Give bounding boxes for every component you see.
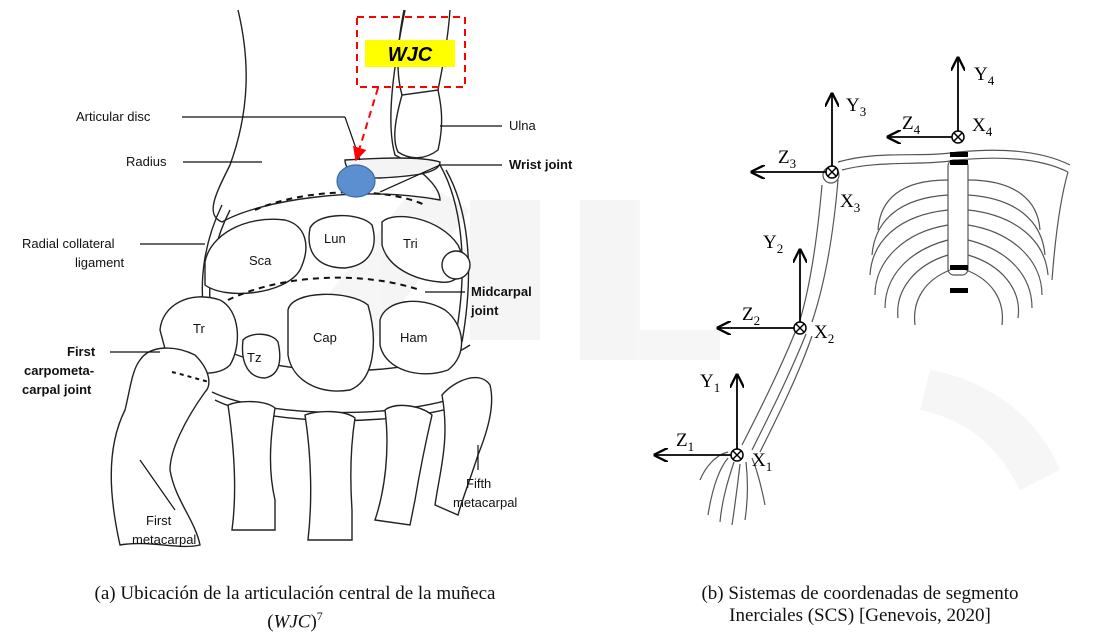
svg-text:Z3: Z3: [778, 147, 796, 171]
bone-label-tz: Tz: [247, 350, 261, 365]
svg-text:X3: X3: [840, 191, 860, 215]
svg-text:Z1: Z1: [676, 430, 694, 454]
y1-label: Y: [700, 371, 714, 392]
x1-into-page-icon: [731, 449, 743, 461]
z1-sub: 1: [688, 439, 695, 454]
y4-label: Y: [974, 64, 988, 85]
caption-left-line1: (a) Ubicación de la articulación central…: [20, 583, 570, 605]
z4-label: Z: [902, 113, 914, 134]
label-midcarpal-1: Midcarpal: [471, 284, 532, 299]
z2-sub: 2: [754, 313, 761, 328]
svg-text:Z4: Z4: [902, 113, 921, 137]
metacarpal-3: [305, 412, 355, 540]
x3-label: X: [840, 191, 854, 212]
y3-label: Y: [846, 95, 860, 116]
x3-into-page-icon: [826, 166, 838, 178]
label-first-cmc-3: carpal joint: [22, 382, 92, 397]
x4-label: X: [972, 115, 986, 136]
bone-label-lun: Lun: [324, 231, 346, 246]
y2-label: Y: [763, 232, 777, 253]
pisiform-bone: [442, 251, 470, 279]
label-radial-collateral-1: Radial collateral: [22, 236, 115, 251]
y4-sub: 4: [988, 73, 995, 88]
svg-text:X4: X4: [972, 115, 993, 139]
wrist-anatomy: [111, 10, 491, 546]
imu-sensors: [950, 152, 968, 293]
y3-sub: 3: [860, 104, 867, 119]
caption-right: (b) Sistemas de coordenadas de segmento …: [640, 583, 1080, 627]
wjc-label: WJC: [388, 44, 433, 66]
svg-text:Y4: Y4: [974, 64, 995, 88]
label-fifth-metacarpal-1: Fifth: [466, 476, 491, 491]
wjc-marker: [337, 165, 375, 197]
caption-left-line2: (WJC)7: [20, 605, 570, 633]
y2-sub: 2: [777, 241, 784, 256]
x1-label: X: [752, 450, 766, 471]
caption-right-line2: Inerciales (SCS) [Genevois, 2020]: [640, 605, 1080, 627]
x4-into-page-icon: [952, 131, 964, 143]
bone-label-cap: Cap: [313, 330, 337, 345]
svg-text:Y2: Y2: [763, 232, 783, 256]
y1-sub: 1: [714, 380, 721, 395]
bone-label-ham: Ham: [400, 330, 427, 345]
svg-text:Y1: Y1: [700, 371, 720, 395]
x1-sub: 1: [766, 459, 773, 474]
label-first-metacarpal-2: metacarpal: [132, 532, 196, 547]
x3-sub: 3: [854, 200, 861, 215]
svg-text:Y3: Y3: [846, 95, 866, 119]
x2-into-page-icon: [794, 322, 806, 334]
label-wrist-joint: Wrist joint: [509, 157, 573, 172]
z2-label: Z: [742, 304, 754, 325]
bone-label-tri: Tri: [403, 236, 418, 251]
label-first-cmc-2: carpometa-: [24, 363, 94, 378]
metacarpal-4: [375, 405, 432, 525]
svg-text:X1: X1: [752, 450, 772, 474]
label-first-cmc-1: First: [67, 344, 96, 359]
caption-right-line1: (b) Sistemas de coordenadas de segmento: [640, 583, 1080, 605]
caption-left: (a) Ubicación de la articulación central…: [20, 583, 570, 633]
z3-sub: 3: [790, 156, 797, 171]
svg-text:Z2: Z2: [742, 304, 760, 328]
label-articular-disc: Articular disc: [76, 109, 151, 124]
svg-text:X2: X2: [814, 322, 834, 346]
z3-label: Z: [778, 147, 790, 168]
z1-label: Z: [676, 430, 688, 451]
x2-label: X: [814, 322, 828, 343]
x2-sub: 2: [828, 331, 835, 346]
ulna-bone: [395, 90, 442, 158]
label-radius: Radius: [126, 154, 167, 169]
metacarpal-2: [228, 402, 275, 530]
label-midcarpal-2: joint: [470, 303, 499, 318]
label-radial-collateral-2: ligament: [75, 255, 125, 270]
x4-sub: 4: [986, 124, 993, 139]
label-ulna: Ulna: [509, 118, 537, 133]
label-first-metacarpal-1: First: [146, 513, 172, 528]
bone-label-tr: Tr: [193, 321, 205, 336]
label-fifth-metacarpal-2: metacarpal: [453, 495, 517, 510]
bone-label-sca: Sca: [249, 253, 272, 268]
z4-sub: 4: [914, 122, 921, 137]
